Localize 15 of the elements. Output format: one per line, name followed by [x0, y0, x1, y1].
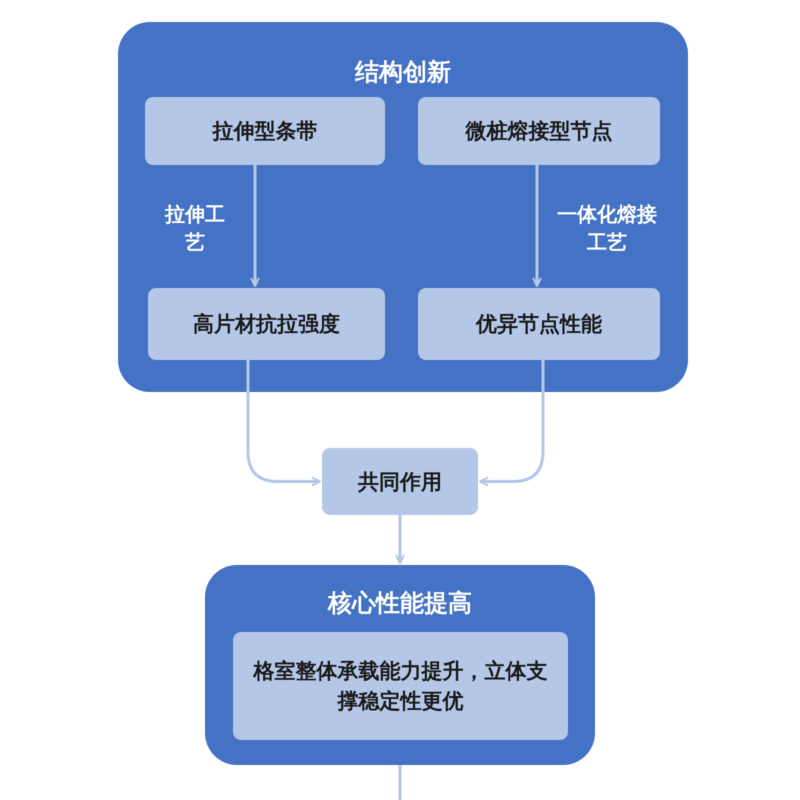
process-box: 微桩熔接型节点: [418, 97, 660, 165]
panel-title: 核心性能提高: [326, 588, 473, 619]
process-box: 高片材抗拉强度: [148, 288, 385, 360]
arrow: [479, 360, 544, 486]
process-box: 共同作用: [322, 448, 478, 515]
arrow: [250, 165, 260, 287]
process-box: 优异节点性能: [418, 288, 660, 360]
arrow: [395, 515, 405, 564]
panel-title: 结构创新: [354, 57, 452, 88]
arrow: [246, 360, 321, 486]
arrow: [532, 165, 542, 287]
process-box: 拉伸型条带: [145, 97, 385, 165]
group-panel: [205, 565, 595, 765]
group-panel: [118, 22, 688, 392]
process-box: 格室整体承载能力提升，立体支撑稳定性更优: [233, 632, 568, 740]
